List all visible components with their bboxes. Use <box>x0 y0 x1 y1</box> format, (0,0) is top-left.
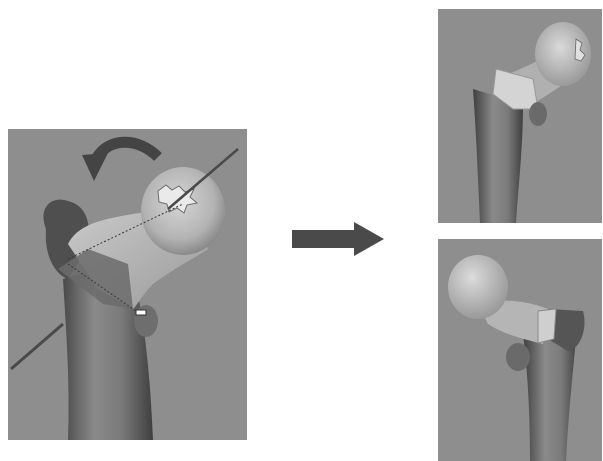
femoral-head <box>448 255 508 319</box>
preoperative-femur-panel <box>8 129 247 440</box>
femur-model-postop-2 <box>438 239 602 461</box>
osteotomy-plane-line <box>11 324 63 369</box>
lesser-trochanter <box>506 343 530 371</box>
postoperative-view-bottom-panel <box>438 239 602 461</box>
femur-model-postop-1 <box>438 9 602 223</box>
curved-rotation-arrow-icon <box>82 142 158 181</box>
landmark-marker <box>136 310 146 315</box>
femur-model-preop <box>8 129 247 440</box>
postoperative-view-top-panel <box>438 9 602 223</box>
lesser-trochanter <box>529 102 547 126</box>
right-arrow-icon <box>292 222 384 256</box>
osteotomy-cut-surface <box>538 309 556 343</box>
